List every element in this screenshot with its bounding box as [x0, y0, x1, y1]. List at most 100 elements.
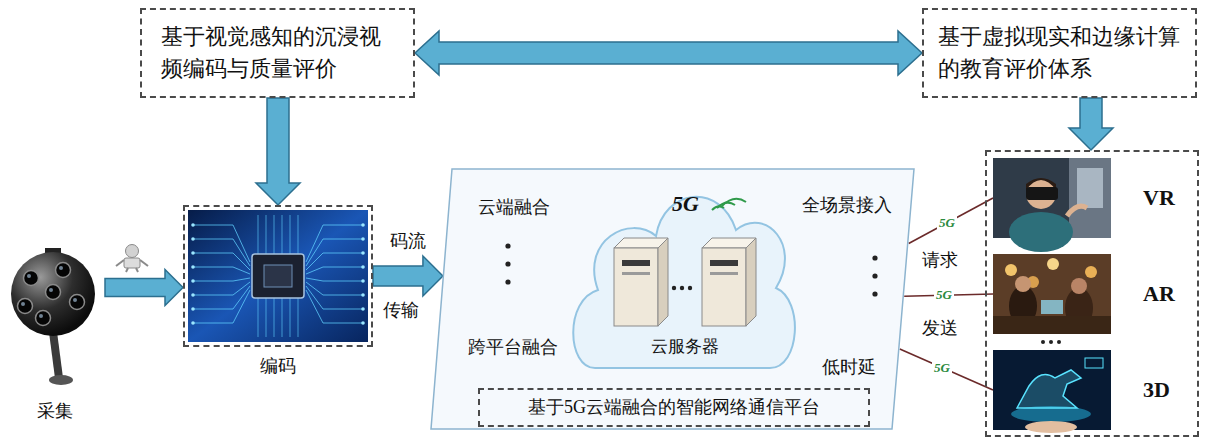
lens-glint	[73, 298, 77, 302]
circuit-node	[191, 251, 195, 255]
server-slot	[710, 260, 738, 266]
chip-board	[188, 210, 368, 342]
circuit-trace	[298, 215, 299, 256]
circuit-trace	[274, 296, 275, 337]
server-box	[702, 248, 746, 326]
circuit-node	[191, 279, 195, 283]
circuit-node	[361, 223, 365, 227]
ellipsis-dot	[872, 273, 877, 278]
block-arrow	[373, 256, 443, 296]
link-line	[909, 198, 993, 243]
photo-ground	[993, 350, 1111, 430]
platform-shape	[431, 169, 914, 429]
platform-title-box: 基于5G云端融合的智能网络通信平台	[478, 388, 870, 427]
person-body	[1009, 212, 1073, 252]
robot-leg	[136, 268, 138, 272]
vr-headset	[1026, 187, 1058, 200]
ar-photo	[993, 254, 1111, 334]
ellipsis-dot	[1049, 340, 1053, 344]
robot-body	[124, 258, 140, 268]
terminal-group: VR AR 3D	[985, 150, 1199, 437]
encoder-box: 编码	[183, 205, 373, 347]
annotation-label: 请求	[922, 250, 958, 272]
capture-node: 采集	[5, 228, 105, 433]
circuit-node	[361, 237, 365, 241]
node-text: 基于5G云端融合的智能网络通信平台	[528, 394, 820, 420]
edge-label: 5G	[932, 360, 952, 376]
edge-label: 码流	[388, 231, 428, 253]
lens-glint	[49, 288, 53, 292]
node-text: VR	[1143, 184, 1175, 212]
circuit-trace	[306, 267, 363, 274]
robot-icon	[116, 245, 148, 273]
circuit-trace	[306, 278, 363, 281]
hologram-photo	[993, 350, 1111, 430]
circuit-node	[191, 237, 195, 241]
ellipsis-dot	[672, 286, 676, 290]
circuit-trace	[298, 296, 299, 337]
camera-lens	[36, 311, 51, 326]
annotation-label: 传输	[383, 300, 419, 322]
ellipsis-dot	[505, 261, 510, 266]
server-slot	[710, 272, 738, 275]
circuit-trace	[266, 296, 267, 337]
link-line	[900, 349, 993, 390]
terminal-item: VR	[993, 158, 1193, 238]
circuit-trace	[193, 282, 250, 295]
robot-arm	[140, 260, 148, 266]
node-text: 跨平台融合	[468, 336, 558, 359]
topic-box: 基于虚拟现实和边缘计算的教育评价体系	[922, 8, 1197, 98]
terminal-item: AR	[993, 254, 1193, 334]
platform-panel: 5G云服务器基于5G云端融合的智能网络通信平台云端融合全场景接入跨平台融合低时延	[430, 168, 915, 430]
node-text: 云服务器	[651, 336, 719, 357]
lens-glint	[39, 314, 43, 318]
circuit-trace	[193, 278, 250, 281]
circuit-node	[191, 223, 195, 227]
robot-head	[126, 245, 139, 258]
annotation-label: 发送	[922, 318, 958, 340]
lens-glint	[21, 302, 25, 306]
light-spot	[1005, 264, 1017, 276]
circuit-node	[361, 307, 365, 311]
photo-ground	[993, 254, 1111, 334]
block-arrow	[415, 31, 922, 75]
cloud-node: 5G云服务器	[570, 176, 800, 381]
ellipsis-dot	[872, 291, 877, 296]
circuit-trace	[282, 296, 283, 337]
person-head	[1015, 276, 1031, 292]
ellipsis-dot	[872, 255, 877, 260]
robot-leg	[126, 268, 128, 272]
signal-arc	[722, 199, 746, 206]
circuit-trace	[193, 290, 250, 323]
edge-label: 5G	[934, 287, 954, 303]
node-text: 基于视觉感知的沉浸视频编码与质量评价	[161, 21, 394, 85]
ellipsis-dot	[680, 286, 684, 290]
node-text: AR	[1143, 280, 1175, 308]
node-text: 云端融合	[478, 196, 550, 219]
circuit-node	[361, 279, 365, 283]
ellipsis-dot	[505, 279, 510, 284]
block-arrow	[105, 270, 183, 306]
block-arrow	[256, 98, 300, 205]
edge-label: 5G	[937, 215, 957, 231]
server-box	[614, 248, 658, 326]
ellipsis-dot	[505, 243, 510, 248]
hologram-frame	[1085, 358, 1103, 368]
topic-box: 基于视觉感知的沉浸视频编码与质量评价	[140, 8, 415, 98]
circuit-trace	[306, 290, 363, 323]
circuit-node	[191, 321, 195, 325]
node-text: 3D	[1143, 376, 1170, 404]
node-text: 编码	[260, 355, 296, 378]
table-top	[993, 316, 1111, 334]
ar-panel	[1041, 300, 1063, 314]
circuit-trace	[193, 225, 250, 262]
circuit-trace	[290, 296, 291, 337]
node-text: 采集	[37, 400, 73, 423]
node-text: 低时延	[822, 356, 876, 379]
terminal-item: 3D	[993, 350, 1193, 430]
lens-glint	[59, 266, 63, 270]
person-arm	[1067, 206, 1087, 216]
photo-background	[1069, 158, 1111, 238]
camera-lens	[24, 271, 39, 286]
